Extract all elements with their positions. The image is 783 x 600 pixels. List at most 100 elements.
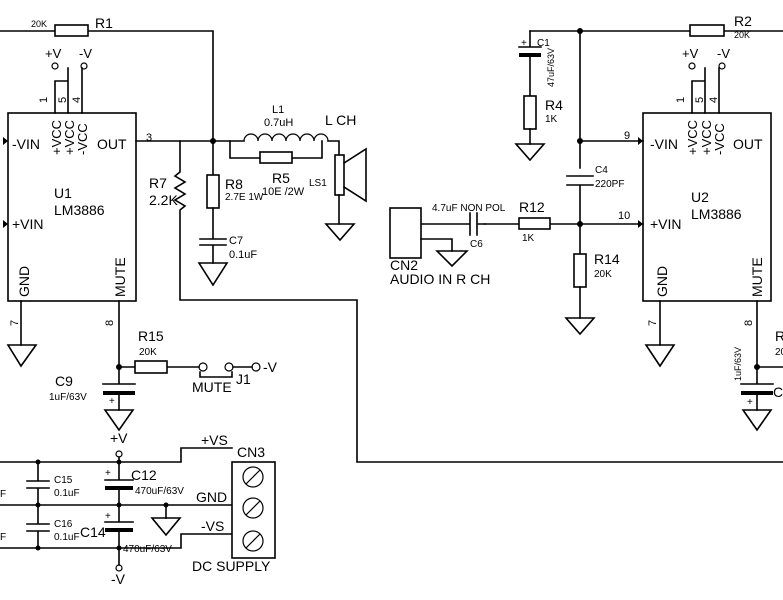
r5-ref: R5 <box>272 170 290 186</box>
psu-ground-icon <box>150 517 182 537</box>
c1-ref: C1 <box>537 38 550 49</box>
c4-symbol <box>566 175 594 225</box>
u1-vpos-label: +V <box>45 46 62 61</box>
u1-vpos-wire <box>54 67 69 114</box>
cn3-pin-pos: +VS <box>201 432 228 448</box>
u2-cap-ref-fragment: C <box>773 384 783 400</box>
j1-ref: J1 <box>236 371 251 387</box>
u2-pin-num-minus: 9 <box>624 130 630 142</box>
u1-pin-num-mute: 8 <box>104 320 116 326</box>
ls1-top-wire <box>327 140 340 156</box>
u1-pin-gnd: GND <box>16 266 32 297</box>
u2-cap-plus: + <box>747 397 753 408</box>
u1-part: LM3886 <box>54 202 105 218</box>
r8-body <box>206 174 220 209</box>
r2-value: 20K <box>734 30 750 40</box>
c7-value: 0.1uF <box>229 249 257 261</box>
r1-body <box>54 24 89 37</box>
r4-ref: R4 <box>545 97 563 113</box>
j1-pin2 <box>224 362 234 372</box>
c9-ref: C9 <box>55 373 73 389</box>
r2-body <box>689 24 725 37</box>
u1-body <box>7 112 137 302</box>
c12-value: 470uF/63V <box>135 486 184 497</box>
u1-output-network: L1 0.7uH R5 10E /2W R8 2.7E 1W C7 0.1uF … <box>135 104 783 463</box>
cn2-audio-in-connector: CN2 AUDIO IN R CH <box>389 207 490 287</box>
u1-bottom: R15 20K MUTE J1 -V + C9 1uF/63V <box>6 300 278 432</box>
c15-value: 0.1uF <box>54 488 80 499</box>
cn3-screw-3-icon <box>242 530 264 552</box>
u2-vpos-label: +V <box>682 46 699 61</box>
c14-plus: + <box>105 511 111 522</box>
c9-value: 1uF/63V <box>49 392 87 403</box>
r8-ref: R8 <box>225 176 243 192</box>
u2-pin-vcc-pos: +VCC <box>685 120 700 155</box>
r7-ref: R7 <box>149 175 167 191</box>
cn2-body <box>389 207 422 259</box>
c16-ref: C16 <box>54 519 73 530</box>
r14-body <box>573 253 587 288</box>
u1-pin-vcc-pos2: +VCC <box>62 120 77 155</box>
r12-value: 1K <box>522 233 535 244</box>
edge-fragment-bottom: F <box>0 532 6 543</box>
r4-value: 1K <box>545 114 558 125</box>
u1-ground-icon <box>6 344 38 368</box>
cn3-screw-3-slot <box>245 533 261 549</box>
u2-mute-resistor-value-fragment: 20 <box>775 347 783 358</box>
u2-vpos-wire <box>691 67 706 114</box>
ls1-speaker: L CH LS1 <box>309 112 367 242</box>
l1-coil <box>243 133 329 142</box>
u2-vneg-terminal <box>718 62 726 70</box>
u1-pin-vcc-pos: +VCC <box>49 120 64 155</box>
u2-cap-ground-icon <box>741 409 773 432</box>
vneg-label: -V <box>111 571 126 587</box>
u2-pin-mute: MUTE <box>749 257 765 297</box>
c1-value: 47uF/63V <box>546 48 556 87</box>
c6-ref: C6 <box>470 239 483 250</box>
u1-pin-minus-in: -VIN <box>12 136 40 152</box>
c14-ref: C14 <box>80 524 106 540</box>
u1-supply: +V -V <box>45 46 92 114</box>
u1-pin-num-out: 3 <box>146 132 152 144</box>
cn3-label: DC SUPPLY <box>192 558 271 574</box>
ls1-ground-icon <box>324 223 356 242</box>
feedback-node-wire <box>529 30 581 169</box>
u1-vpos-terminal <box>51 62 59 70</box>
r1-feedback-resistor: 20K R1 <box>0 15 214 142</box>
vpos-terminal <box>115 450 123 458</box>
r2-feedback-resistor: R2 20K <box>579 13 783 40</box>
ls1-ref: LS1 <box>309 178 327 189</box>
j1-pin1 <box>198 362 208 372</box>
u1-pin-num-5: 5 <box>57 97 69 103</box>
r4-ground-icon <box>514 143 546 162</box>
c7-ground-icon <box>197 262 229 287</box>
r1-ref: R1 <box>95 15 113 31</box>
c9-wire-top <box>102 366 136 385</box>
c12-ref: C12 <box>131 467 157 483</box>
u2-pin-vcc-pos2: +VCC <box>699 120 714 155</box>
u2-pin-num-gnd: 7 <box>647 320 659 326</box>
c7-ref: C7 <box>229 235 243 247</box>
cn2-label: AUDIO IN R CH <box>390 271 490 287</box>
u1-vneg-terminal <box>80 62 88 70</box>
c14-symbol-top <box>104 504 134 523</box>
c9-ground-icon <box>103 409 135 432</box>
u1-lm3886: -VIN +VIN OUT U1 LM3886 GND MUTE +VCC +V… <box>3 97 152 326</box>
c4-value: 220PF <box>595 179 624 190</box>
u2-bottom: + 1uF/63V R 20 C <box>644 300 783 432</box>
u2-cap-value: 1uF/63V <box>733 347 743 381</box>
c9-plate <box>103 391 135 395</box>
c14-value: 470uF/63V <box>123 544 172 555</box>
u2-pin-num-1: 1 <box>675 97 687 103</box>
l1-ref: L1 <box>272 104 284 116</box>
u2-ref: U2 <box>691 189 709 205</box>
r5-value: 10E /2W <box>262 186 305 198</box>
r12-body <box>518 217 551 230</box>
c6-value: 4.7uF NON POL <box>432 203 506 214</box>
vs-rail-wire <box>0 447 233 463</box>
cn3-dc-supply-connector: CN3 +VS GND -VS DC SUPPLY <box>192 432 276 574</box>
cn3-pin-neg: -VS <box>201 518 224 534</box>
r7-value: 2.2K <box>149 192 178 208</box>
u2-cap-top <box>740 366 774 385</box>
r7-resistor-and-feedback-wire <box>173 140 783 463</box>
